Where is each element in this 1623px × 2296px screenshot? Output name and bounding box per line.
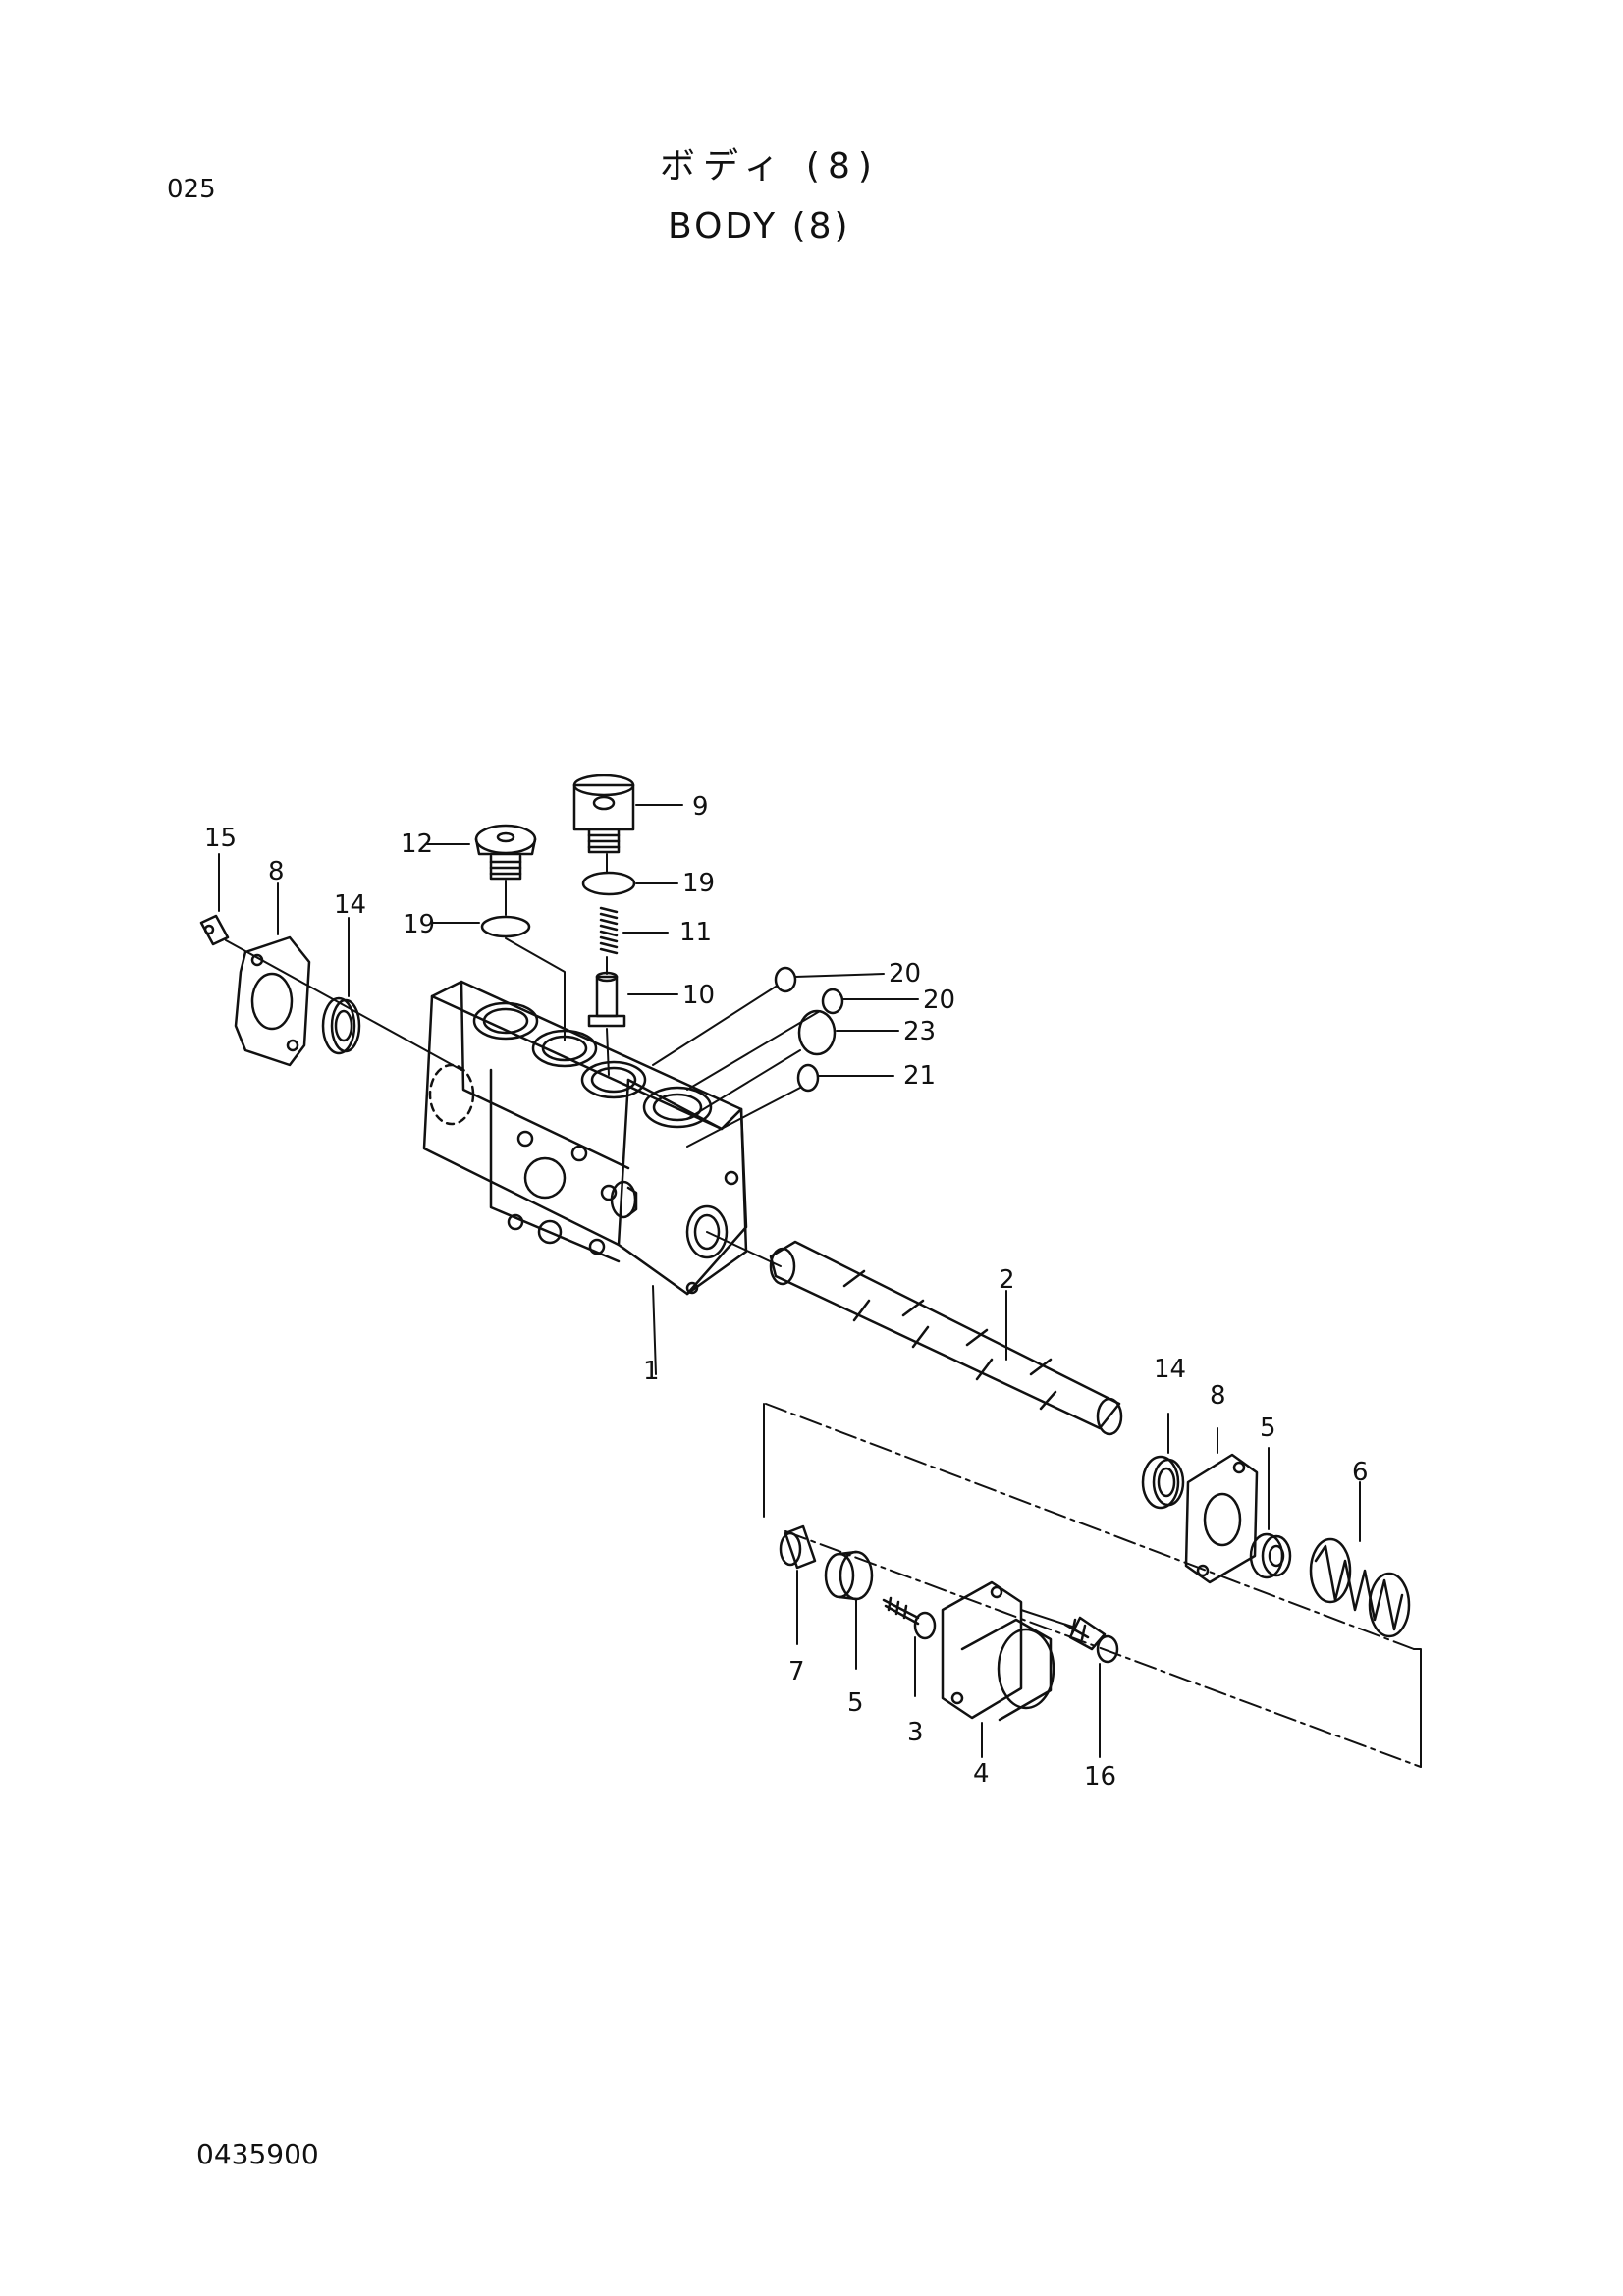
callout-8-left: 8 — [268, 857, 285, 886]
cap-assembly — [779, 1524, 1119, 1758]
callout-19-left: 19 — [403, 910, 435, 939]
callout-11: 11 — [679, 918, 712, 947]
page-number: 025 — [167, 175, 216, 204]
title-japanese: ボディ (8) — [660, 146, 880, 187]
callout-16: 16 — [1084, 1762, 1116, 1791]
right-end-assembly — [765, 1403, 1415, 1650]
callout-9: 9 — [692, 792, 709, 822]
callout-14-right: 14 — [1154, 1355, 1186, 1384]
callout-15: 15 — [204, 824, 237, 853]
drawing-number: 0435900 — [196, 2138, 319, 2170]
top-callout-leaders — [426, 804, 683, 995]
top-plug-assembly — [474, 774, 636, 1076]
callout-1: 1 — [643, 1357, 660, 1386]
callout-5-upper: 5 — [1260, 1414, 1276, 1443]
callout-6: 6 — [1352, 1458, 1369, 1487]
callout-3: 3 — [907, 1718, 924, 1747]
assembly-bracket — [763, 1403, 1422, 1768]
callout-labels: 1 2 3 4 5 5 6 7 8 8 9 10 11 12 14 14 15 … — [204, 792, 1369, 1791]
callout-2: 2 — [999, 1265, 1015, 1295]
callout-4: 4 — [973, 1759, 990, 1789]
callout-14-left: 14 — [334, 890, 366, 920]
title-english: BODY (8) — [668, 206, 851, 246]
left-plate-assembly — [199, 853, 462, 1071]
callout-23: 23 — [903, 1017, 936, 1046]
callout-20-upper: 20 — [889, 959, 921, 988]
callout-10: 10 — [682, 981, 715, 1010]
callout-21: 21 — [903, 1061, 936, 1091]
spool — [706, 1231, 1123, 1436]
valve-body — [422, 980, 748, 1375]
callout-8-right: 8 — [1210, 1381, 1226, 1411]
callout-7: 7 — [788, 1657, 805, 1686]
callout-19-right: 19 — [682, 869, 715, 898]
callout-20-lower: 20 — [923, 986, 955, 1015]
callout-12: 12 — [401, 829, 433, 859]
callout-5-lower: 5 — [847, 1688, 864, 1718]
port-orings — [652, 966, 919, 1148]
